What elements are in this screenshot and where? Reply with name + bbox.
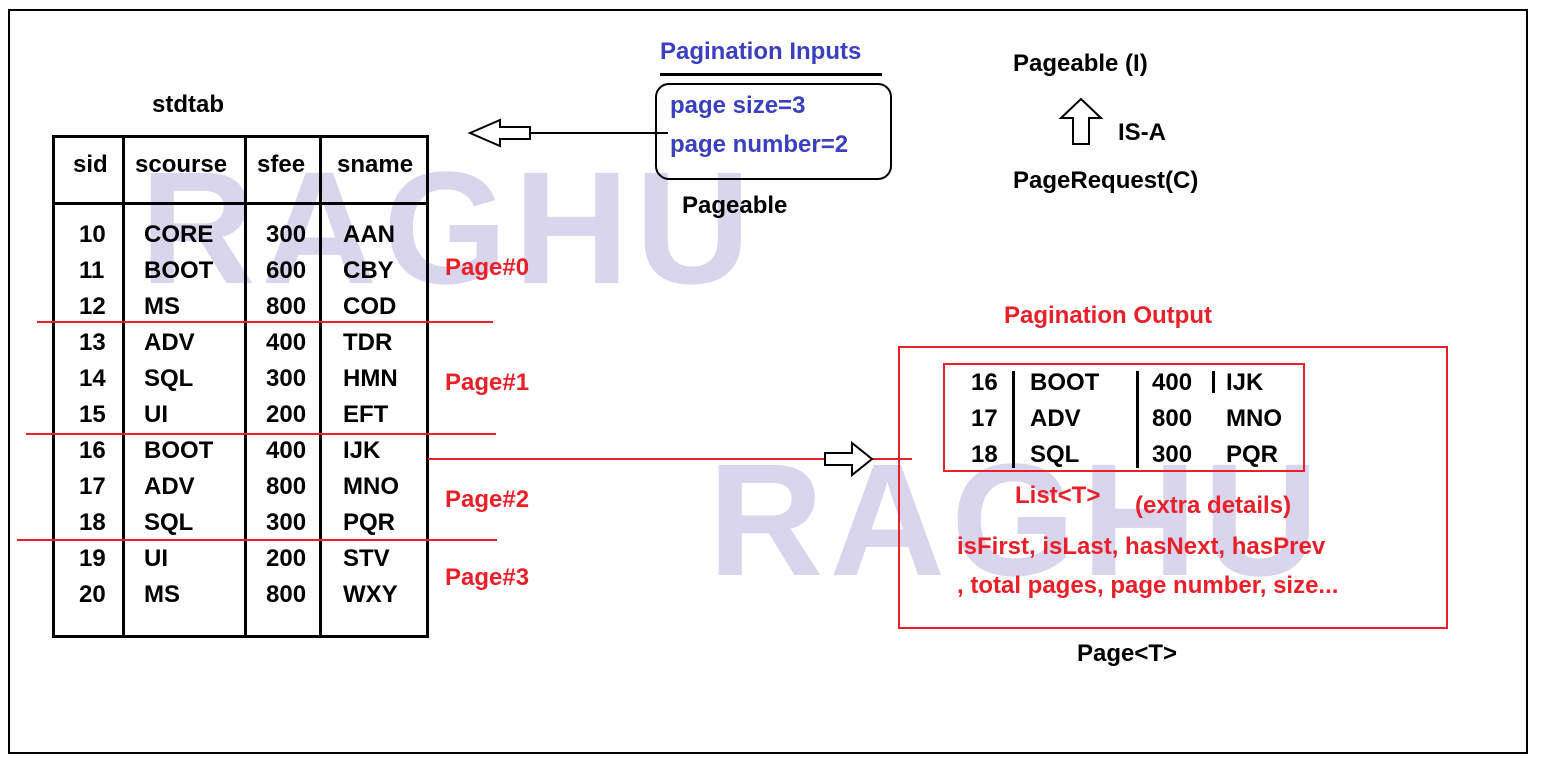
up-arrow-icon	[1058, 97, 1104, 145]
table-cell: 200	[266, 545, 307, 572]
details-line-2: , total pages, page number, size...	[957, 572, 1339, 599]
list-cell: PQR	[1226, 441, 1279, 468]
table-cell: EFT	[343, 401, 389, 428]
table-cell: 200	[266, 401, 307, 428]
table-cell: PQR	[343, 509, 396, 536]
table-cell: 300	[266, 365, 307, 392]
list-label: List<T>	[1015, 482, 1101, 509]
table-cell: 11	[79, 257, 105, 284]
list-cell: 18	[971, 441, 998, 468]
page-number-line: page number=2	[670, 131, 849, 158]
page-separator	[17, 539, 497, 541]
page-size-line: page size=3	[670, 92, 806, 119]
table-cell: STV	[343, 545, 390, 572]
watermark-left: RAGHU	[140, 138, 757, 317]
table-cell: UI	[144, 545, 168, 572]
table-cell: 16	[79, 437, 106, 464]
output-title: Pagination Output	[1004, 302, 1212, 329]
list-box	[943, 363, 1305, 472]
table-cell: UI	[144, 401, 168, 428]
extra-details-label: (extra details)	[1135, 492, 1292, 519]
header-divider	[55, 202, 426, 205]
table-cell: IJK	[343, 437, 381, 464]
table-cell: 12	[79, 293, 106, 320]
column-divider	[319, 138, 322, 635]
table-cell: BOOT	[144, 437, 214, 464]
diagram-frame	[8, 9, 1528, 754]
inputs-title-underline	[660, 73, 882, 76]
table-cell: ADV	[144, 329, 195, 356]
table-cell: BOOT	[144, 257, 214, 284]
table-cell: TDR	[343, 329, 393, 356]
table-cell: 400	[266, 329, 307, 356]
list-cell: 400	[1152, 369, 1193, 396]
inputs-title: Pagination Inputs	[660, 38, 862, 65]
list-cell: 300	[1152, 441, 1193, 468]
list-column-divider	[1012, 371, 1015, 468]
table-cell: SQL	[144, 365, 194, 392]
table-cell: HMN	[343, 365, 398, 392]
page-label-1: Page#1	[445, 369, 530, 396]
table-cell: AAN	[343, 221, 395, 248]
list-cell: BOOT	[1030, 369, 1100, 396]
table-cell: 800	[266, 473, 307, 500]
table-cell: 300	[266, 509, 307, 536]
page-separator	[26, 433, 496, 435]
page-label-0: Page#0	[445, 254, 530, 281]
list-column-divider	[1136, 371, 1139, 468]
table-cell: 10	[79, 221, 106, 248]
details-line-1: isFirst, isLast, hasNext, hasPrev	[957, 533, 1326, 560]
table-cell: 15	[79, 401, 106, 428]
page-label-3: Page#3	[445, 564, 530, 591]
table-cell: 18	[79, 509, 106, 536]
column-divider	[122, 138, 125, 635]
table-cell: WXY	[343, 581, 398, 608]
column-header-sid: sid	[73, 151, 108, 178]
table-cell: 13	[79, 329, 106, 356]
column-header-sfee: sfee	[257, 151, 306, 178]
pagerequest-class: PageRequest(C)	[1013, 167, 1199, 194]
list-cell: 17	[971, 405, 998, 432]
column-header-sname: sname	[337, 151, 414, 178]
column-divider	[244, 138, 247, 635]
table-cell: 19	[79, 545, 106, 572]
list-cell: 800	[1152, 405, 1193, 432]
table-cell: 800	[266, 581, 307, 608]
list-column-divider	[1212, 371, 1215, 393]
table-cell: MS	[144, 581, 180, 608]
table-cell: 400	[266, 437, 307, 464]
pageable-interface: Pageable (I)	[1013, 50, 1148, 77]
table-cell: SQL	[144, 509, 194, 536]
table-cell: ADV	[144, 473, 195, 500]
is-a-label: IS-A	[1118, 119, 1166, 146]
table-cell: CORE	[144, 221, 214, 248]
pageable-caption: Pageable	[682, 192, 788, 219]
table-cell: 600	[266, 257, 307, 284]
table-name: stdtab	[152, 91, 224, 118]
page-caption: Page<T>	[1077, 640, 1178, 667]
right-arrow-icon	[824, 440, 874, 478]
table-cell: COD	[343, 293, 397, 320]
table-cell: 300	[266, 221, 307, 248]
column-header-scourse: scourse	[135, 151, 228, 178]
pageable-box	[655, 83, 892, 180]
page-box	[898, 346, 1448, 629]
page-separator	[37, 321, 493, 323]
list-cell: SQL	[1030, 441, 1080, 468]
left-arrow-icon	[467, 118, 531, 148]
table-cell: 20	[79, 581, 106, 608]
list-cell: 16	[971, 369, 998, 396]
table-cell: 800	[266, 293, 307, 320]
list-cell: IJK	[1226, 369, 1264, 396]
table-cell: MS	[144, 293, 180, 320]
list-cell: ADV	[1030, 405, 1081, 432]
table-cell: MNO	[343, 473, 399, 500]
list-cell: MNO	[1226, 405, 1282, 432]
page-label-2: Page#2	[445, 486, 530, 513]
table-cell: 14	[79, 365, 106, 392]
table-cell: 17	[79, 473, 106, 500]
table-cell: CBY	[343, 257, 394, 284]
